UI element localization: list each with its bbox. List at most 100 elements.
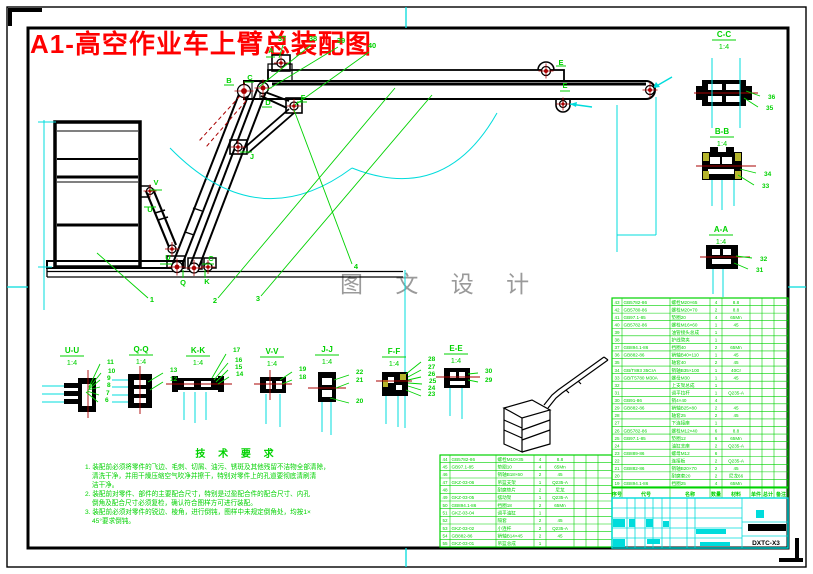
bom-header-cell: 代号 [640, 491, 651, 498]
bom-cell-no: 48 [442, 488, 448, 493]
bom-cell-name: 垫圈12 [672, 435, 687, 442]
bom-table-right [611, 297, 789, 488]
callout-leader [333, 374, 350, 381]
bom-cell-code: GB5782-86 [624, 428, 648, 433]
section-cut-letter: U [147, 205, 152, 214]
section-view-scale: 1:4 [389, 359, 399, 368]
section-callout-label: 15 [235, 364, 243, 371]
bom-cell-name: 油缸支座 [672, 442, 691, 449]
callout-leader [147, 372, 164, 383]
bom-cell-name: 摆动架 [498, 494, 512, 501]
bom-cell-material: Q235-A [552, 526, 569, 531]
boom-lug [555, 99, 571, 113]
bom-cell-no: 26 [614, 428, 620, 433]
title-block-filled-cells [613, 510, 764, 547]
section-cut-letter: C [247, 73, 253, 82]
bom-cell-code: GB882-86 [624, 406, 645, 411]
bom-cell-qty: 6 [715, 428, 718, 433]
bom-cell-qty: 2 [539, 534, 542, 539]
bom-cell-name: 销4×40 [672, 397, 687, 404]
section-callout-label: 7 [106, 390, 110, 397]
tech-title: 技 术 要 求 [195, 447, 278, 460]
bom-header-cell: 名称 [685, 491, 695, 498]
bom-cell-no: 41 [614, 315, 620, 320]
section-callout-label: 20 [356, 398, 364, 405]
tech-line: 洁干净。 [92, 480, 118, 489]
bom-cell-material: 65Mn [730, 315, 742, 320]
section-E-E [436, 368, 480, 419]
bom-cell-code: GB894.1-86 [624, 345, 649, 350]
isometric-view [502, 356, 609, 453]
section-callout-label: 22 [356, 369, 364, 376]
bom-cell-name: 销轴B18×60 [498, 471, 524, 478]
section-view-scale: 1:4 [719, 42, 729, 51]
section-view-name: U-U [65, 346, 79, 355]
section-cut-letter: K [204, 277, 210, 286]
bom-cell-name: 耐磨垫片 [498, 487, 517, 494]
bom-cell-name: 油管接头总成 [672, 329, 700, 336]
bom-cell-code: GKZ-03-02 [452, 526, 475, 531]
callout-leader [407, 385, 422, 391]
bom-cell-material: Q235-A [728, 390, 745, 395]
bom-cell-no: 50 [442, 503, 448, 508]
bom-cell-name: 螺母M30 [672, 374, 691, 381]
bom-cell-qty: 1 [539, 495, 542, 500]
section-A-A [700, 245, 750, 297]
a-bracket [271, 54, 291, 72]
tech-line: 1. 装配前必须将零件的飞边、毛刺、切屑、油污、锈斑及其他残留不洁物全部清除， [85, 462, 330, 471]
bom-cell-no: 20 [614, 474, 620, 479]
bom-cell-qty: 1 [715, 383, 718, 388]
section-cut-letter: J [250, 152, 254, 161]
section-callout-label: 14 [236, 371, 244, 378]
bom-cell-code: GKZ-03-01 [452, 541, 475, 546]
bom-cell-material: 45 [557, 472, 563, 477]
bom-cell-no: 29 [614, 406, 620, 411]
title-block: DXTC-X3 [611, 497, 789, 549]
section-callout-label: 10 [108, 368, 116, 375]
bom-cell-qty: 1 [715, 421, 718, 426]
bom-cell-name: 调平拉杆 [672, 389, 691, 396]
section-callout-label: 18 [299, 374, 307, 381]
bom-cell-material: Q235-A [728, 443, 745, 448]
bom-cell-name: 螺栓M20×70 [672, 306, 698, 313]
section-callout-label: 16 [235, 357, 243, 364]
bom-header-row [611, 487, 789, 499]
section-C-C [694, 58, 758, 128]
bom-cell-no: 51 [442, 511, 448, 516]
bom-cell-code: GB882-86 [624, 353, 645, 358]
bom-cell-code: GB5782-86 [452, 457, 476, 462]
bom-cell-qty: 2 [539, 518, 542, 523]
bom-cell-no: 27 [614, 421, 620, 426]
section-cut-letter: B [226, 76, 232, 85]
tech-line: 3. 装配前必须对零件的锐边、棱角，进行倒钝，图样中未规定倒角处，均按1× [85, 507, 311, 516]
part-callout-label: 3 [256, 294, 260, 303]
bom-cell-no: 44 [442, 457, 448, 462]
swing-arc [351, 112, 498, 180]
section-cut-letter: U [165, 253, 170, 262]
bom-cell-no: 43 [614, 300, 620, 305]
bom-cell-code: GKZ-03-06 [452, 480, 475, 485]
section-callout-label: 9 [107, 375, 111, 382]
section-cut-letter: Q [180, 278, 186, 287]
callout-leader [745, 90, 761, 97]
bom-cell-no: 49 [442, 495, 448, 500]
bom-cell-qty: 1 [539, 511, 542, 516]
bom-cell-no: 54 [442, 534, 448, 539]
tech-line: 2. 装配前对零件、部件的主要配合尺寸，特别是过盈配合件的配合尺寸、内孔 [85, 489, 310, 498]
bom-cell-qty: 2 [715, 307, 718, 312]
bom-cell-qty: 1 [539, 541, 542, 546]
section-callout-label: 27 [428, 364, 436, 371]
bom-cell-no: 33 [614, 375, 620, 380]
bom-cell-name: 螺母M12 [672, 450, 691, 457]
basket-outline [53, 120, 142, 269]
part-callout-label: 1 [150, 295, 154, 304]
callout-leader [215, 369, 229, 383]
bom-cell-qty: 2 [539, 526, 542, 531]
bom-cell-material: 65Mn [554, 503, 566, 508]
bom-cell-code: GKZ-03-04 [452, 511, 475, 516]
part-callout-label: 38 [309, 34, 317, 43]
tech-line: 清洗干净，并用干燥压缩空气吹净并擦干，特别对零件上的孔道要彻底清刷清 [92, 471, 317, 480]
bom-cell-qty: 2 [715, 345, 718, 350]
section-view-scale: 1:4 [717, 139, 727, 148]
